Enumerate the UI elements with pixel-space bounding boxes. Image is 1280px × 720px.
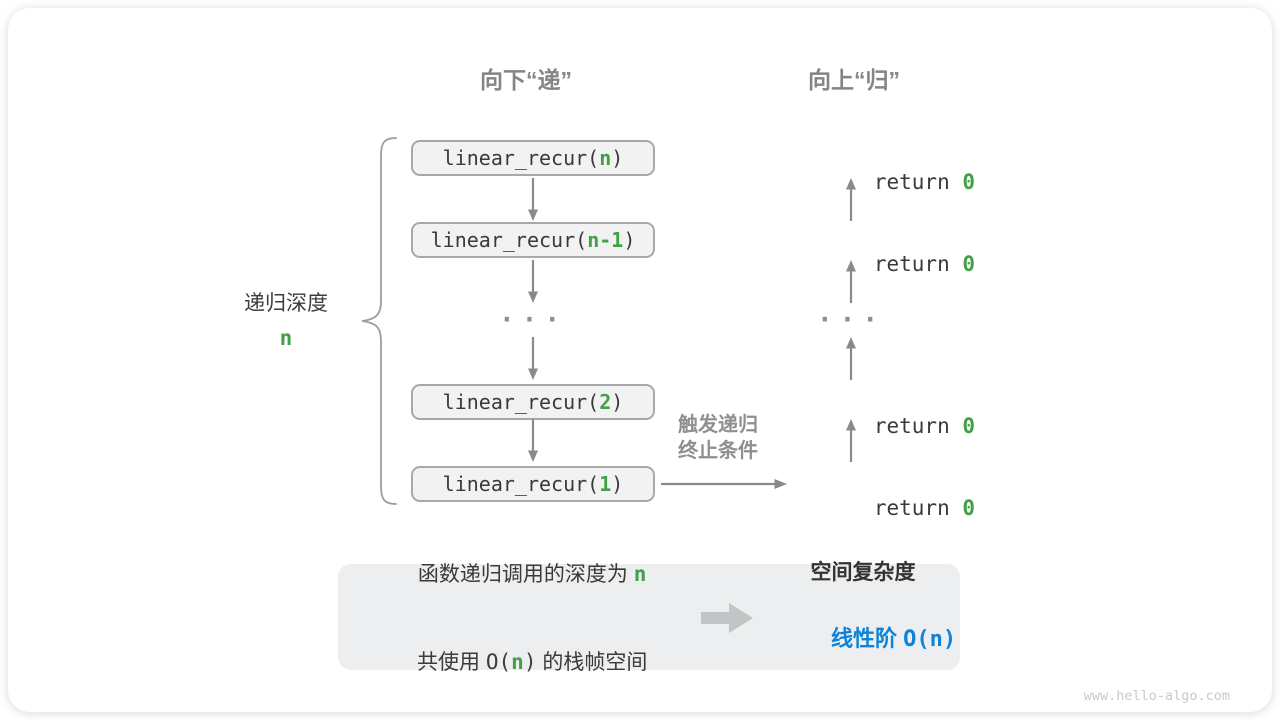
space-complexity-title: 空间复杂度 (810, 560, 916, 584)
termination-hint-line1: 触发递归 (678, 414, 758, 436)
frame-arg: 2 (599, 390, 612, 414)
summary-line1: 函数递归调用的深度为 n (360, 534, 647, 612)
recursion-depth-value: n (279, 326, 293, 350)
recursion-depth-text: 递归深度 (244, 292, 328, 315)
right-arrow-icon (661, 479, 787, 489)
summary-explanation: 函数递归调用的深度为 n 共使用 O(n) 的栈帧空间 (338, 562, 668, 674)
left-ellipsis: ··· (499, 305, 567, 335)
summary-line2-post: 的栈帧空间 (536, 651, 648, 674)
return-keyword: return (873, 170, 963, 194)
frame-fn-text: linear_recur( (442, 472, 600, 496)
right-ellipsis: ··· (817, 305, 885, 335)
return-keyword: return (873, 414, 963, 438)
return-value: 0 (962, 170, 976, 194)
frame-arg: 1 (599, 472, 612, 496)
up-arrow-icon (846, 260, 856, 303)
site-watermark: www.hello-algo.com (1083, 688, 1230, 704)
space-complexity-result: 线性阶 O(n) (770, 595, 956, 679)
frame-arg: n (599, 146, 612, 170)
return-statement: return 0 (798, 390, 975, 438)
summary-conclusion: 空间复杂度 线性阶 O(n) (768, 561, 958, 670)
return-keyword: return (873, 252, 963, 276)
return-statement: return 0 (798, 472, 975, 520)
call-frame-n-1: linear_recur(n-1) (411, 222, 655, 258)
return-value: 0 (962, 496, 976, 520)
big-o-open: O( (485, 650, 512, 674)
summary-line2: 共使用 O(n) 的栈帧空间 (359, 622, 648, 700)
up-arrow-icon (846, 178, 856, 221)
return-keyword: return (873, 496, 963, 520)
summary-line2-pre: 共使用 (417, 651, 486, 674)
recursion-depth-label: 递归深度 n (206, 291, 366, 350)
call-frame-1: linear_recur(1) (411, 466, 655, 502)
down-arrow-icon (528, 419, 538, 462)
call-frame-2: linear_recur(2) (411, 384, 655, 420)
figure-card: 向下“递” 向上“归” 递归深度 n linear_recur(n) linea… (8, 8, 1272, 712)
summary-line1-value: n (633, 562, 647, 586)
summary-line1-text: 函数递归调用的深度为 (417, 563, 634, 586)
up-arrow-icon (846, 337, 856, 380)
header-return-up: 向上“归” (808, 67, 900, 93)
frame-close-paren: ) (611, 472, 624, 496)
frame-close-paren: ) (611, 390, 624, 414)
return-value: 0 (962, 252, 976, 276)
frame-close-paren: ) (611, 146, 624, 170)
curly-brace-icon (361, 137, 397, 505)
termination-hint-line2: 终止条件 (678, 440, 758, 462)
complexity-grade: 线性阶 (831, 625, 904, 651)
up-arrow-icon (846, 419, 856, 462)
return-value: 0 (962, 414, 976, 438)
frame-fn-text: linear_recur( (442, 390, 600, 414)
return-statement: return 0 (798, 228, 975, 276)
termination-condition-label: 触发递归 终止条件 (654, 412, 782, 464)
frame-close-paren: ) (623, 228, 636, 252)
return-statement: return 0 (798, 146, 975, 194)
big-o-n: n (511, 650, 524, 674)
frame-fn-text: linear_recur( (442, 146, 600, 170)
frame-arg: n-1 (587, 228, 624, 252)
header-recurse-down: 向下“递” (480, 67, 572, 93)
down-arrow-icon (528, 178, 538, 221)
down-arrow-icon (528, 260, 538, 303)
implies-arrow-icon (701, 603, 753, 633)
call-frame-n: linear_recur(n) (411, 140, 655, 176)
complexity-summary-box: 函数递归调用的深度为 n 共使用 O(n) 的栈帧空间 空间复杂度 线性阶 O(… (338, 561, 960, 674)
down-arrow-icon (528, 337, 538, 380)
complexity-big-o: O(n) (903, 626, 957, 652)
big-o-close: ) (523, 650, 537, 674)
frame-fn-text: linear_recur( (430, 228, 588, 252)
